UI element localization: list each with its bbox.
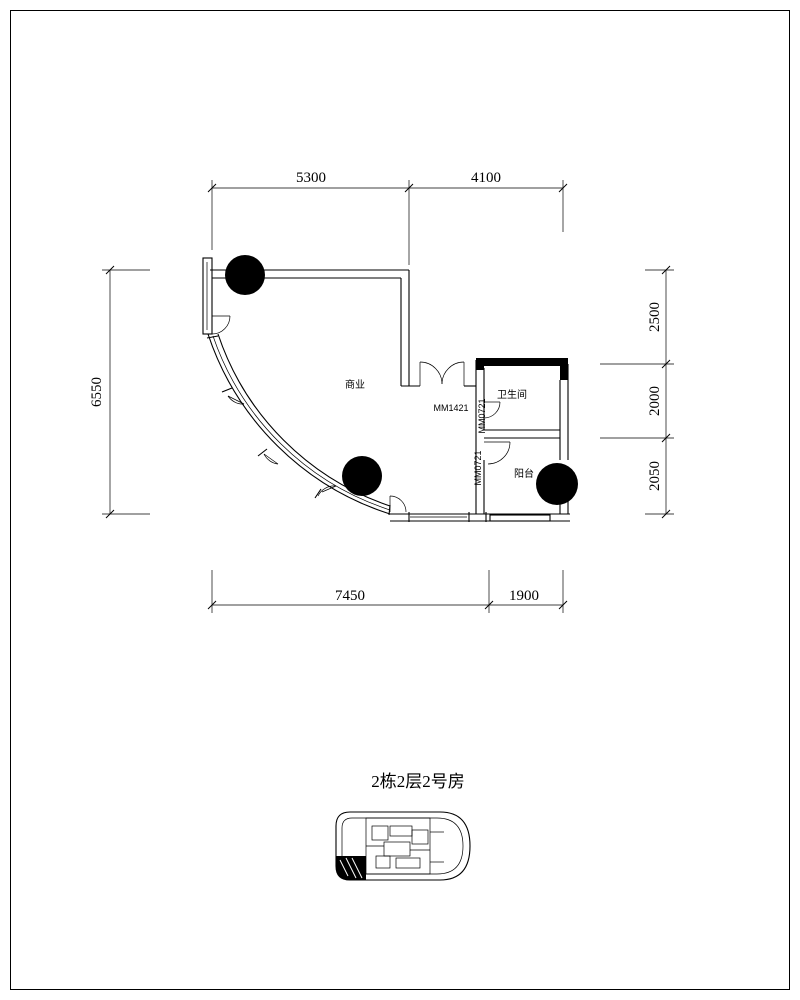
dim-bottom-1: 7450 [335,588,365,604]
room-label-bathroom: 卫生间 [497,388,527,401]
left-dimension: 6550 [89,265,150,519]
column-center [342,456,382,496]
dim-top-1: 5300 [296,170,326,186]
top-dimension-chain: 5300 4100 [207,170,568,265]
dim-right-2: 2000 [647,386,663,416]
doors [211,315,511,513]
plan-title: 2栋2层2号房 [371,772,465,791]
dim-left: 6550 [89,377,105,407]
right-dimension-chain: 2500 2000 2050 [600,265,674,519]
dim-right-1: 2500 [647,302,663,332]
bottom-dimension-chain: 7450 1900 [207,570,568,613]
column-top-left [225,255,265,295]
bathroom-top-wall [476,358,568,366]
key-plan [335,811,471,881]
door-tag-balcony: MM0721 [473,450,483,485]
column-balcony [536,463,578,505]
dim-bottom-2: 1900 [509,588,539,604]
door-tag-main: MM1421 [433,403,468,413]
door-tag-bathroom: MM0721 [477,398,487,433]
room-label-commercial: 商业 [345,378,365,391]
room-label-balcony: 阳台 [514,467,534,480]
dim-right-3: 2050 [647,461,663,491]
drawing-border [10,10,790,990]
dim-top-2: 4100 [471,170,501,186]
